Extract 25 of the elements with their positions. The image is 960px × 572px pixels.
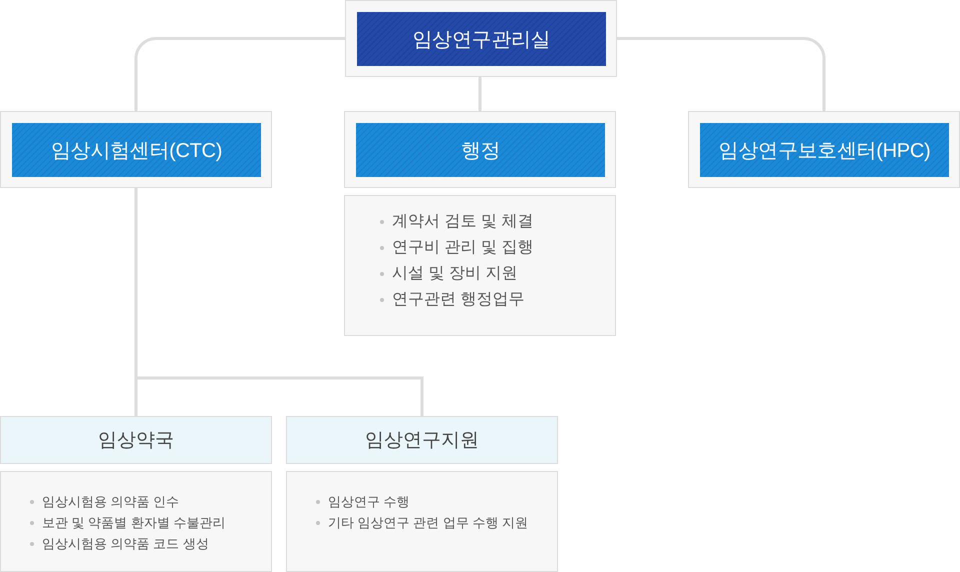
task-list-box: [344, 195, 616, 336]
department-box: [688, 111, 960, 188]
connector-line: [478, 77, 482, 111]
task-list-box: [286, 471, 558, 572]
section-header: 임상연구지원: [286, 416, 558, 464]
list-item: 임상시험용 의약품 코드 생성: [42, 535, 209, 553]
department-banner: 행정: [356, 123, 605, 177]
list-item: 연구비 관리 및 집행: [392, 238, 534, 258]
department-banner: 임상연구관리실: [357, 12, 606, 66]
list-item: 시설 및 장비 지원: [392, 264, 518, 284]
list-item: 기타 임상연구 관련 업무 수행 지원: [328, 514, 528, 532]
department-box: [0, 111, 272, 188]
connector-line: [134, 37, 345, 111]
department-box: [344, 111, 616, 188]
list-item: 보관 및 약품별 환자별 수불관리: [42, 514, 226, 532]
department-box: [345, 0, 617, 77]
list-item: 임상연구 수행: [328, 493, 410, 511]
task-list-box: [0, 471, 272, 572]
list-item: 임상시험용 의약품 인수: [42, 493, 180, 511]
section-header: 임상약국: [0, 416, 272, 464]
list-item: 연구관련 행정업무: [392, 290, 524, 310]
list-item: 계약서 검토 및 체결: [392, 212, 534, 232]
department-banner: 임상시험센터(CTC): [12, 123, 261, 177]
connector-line: [617, 37, 826, 111]
department-banner: 임상연구보호센터(HPC): [700, 123, 949, 177]
